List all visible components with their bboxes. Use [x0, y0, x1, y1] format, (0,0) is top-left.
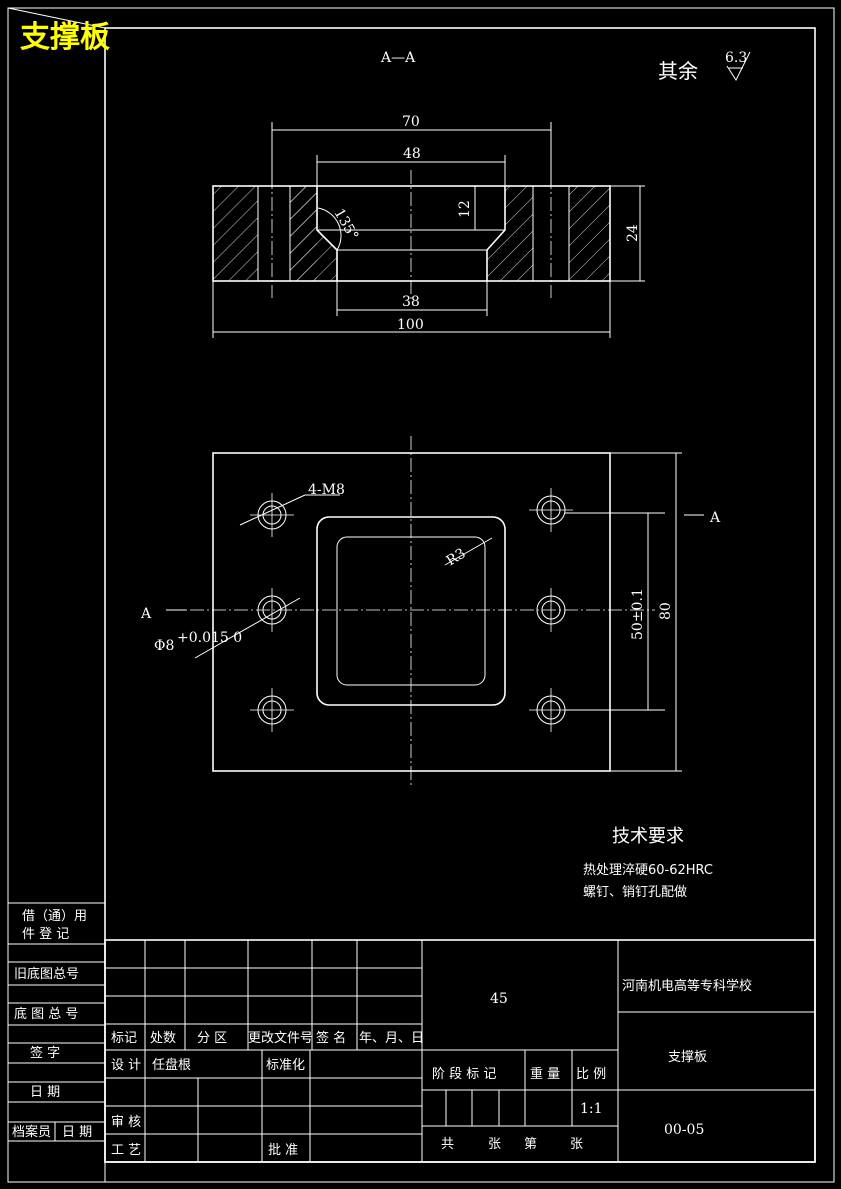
dim-thread: 4-M8 [308, 482, 345, 498]
part-number: 00-05 [664, 1122, 704, 1138]
design-label: 设 计 [111, 1058, 141, 1073]
sheets-current: 第 [524, 1137, 537, 1152]
section-view: 70 48 12 24 38 100 135° [212, 114, 645, 338]
sheets-total: 共 [441, 1137, 454, 1152]
dim-hole: Φ8 [154, 638, 174, 654]
sheets-unit-1: 张 [488, 1137, 501, 1152]
roughness-prefix: 其余 [658, 59, 698, 83]
standardize-label: 标准化 [266, 1058, 305, 1073]
hdr-mark: 标记 [111, 1031, 137, 1046]
review-label: 审 核 [111, 1115, 141, 1130]
dim-angle: 135° [331, 206, 362, 243]
dim-24: 24 [625, 224, 641, 242]
school-name: 河南机电高等专科学校 [622, 978, 752, 994]
roughness-note: 其余 6.3 [658, 50, 751, 83]
sheets-unit-2: 张 [570, 1137, 583, 1152]
title-block: 标记 处数 分 区 更改文件号 签 名 年、月、日 设 计 任盘根 标准化 审 … [104, 939, 816, 1163]
dim-50: 50±0.1 [630, 588, 646, 640]
roughness-value: 6.3 [725, 50, 747, 66]
hdr-count: 处数 [150, 1031, 176, 1046]
stage-mark-label: 阶 段 标 记 [432, 1067, 496, 1082]
ratio-label: 比 例 [576, 1067, 606, 1082]
plan-view: 4-M8 R3 Φ8 +0.015 0 50±0.1 80 A A [140, 436, 721, 785]
dim-38: 38 [402, 294, 420, 310]
tech-line-1: 热处理淬硬60-62HRC [583, 863, 713, 878]
drawing-no: 底 图 总 号 [14, 1006, 78, 1022]
roughness-symbol [726, 51, 751, 82]
scale-value: 1:1 [580, 1101, 603, 1117]
left-strip: 借（通）用 件 登 记 旧底图总号 底 图 总 号 签 字 日 期 档案员 日 … [7, 902, 106, 1183]
borrow-reg-1: 借（通）用 [22, 909, 87, 924]
date: 日 期 [30, 1085, 60, 1100]
hdr-sign: 签 名 [316, 1030, 346, 1046]
tech-requirements: 技术要求 热处理淬硬60-62HRC 螺钉、销钉孔配做 [583, 826, 713, 900]
part-name: 支撑板 [668, 1050, 707, 1065]
hdr-change-doc: 更改文件号 [248, 1031, 313, 1046]
process-label: 工 艺 [111, 1143, 141, 1158]
dim-radius: R3 [444, 546, 469, 570]
dim-70: 70 [402, 114, 420, 130]
signature: 签 字 [30, 1045, 60, 1061]
dim-12: 12 [457, 200, 473, 218]
section-label: A—A [380, 50, 416, 66]
tech-heading: 技术要求 [612, 826, 684, 847]
dim-48: 48 [403, 146, 421, 162]
dim-hole-tol: +0.015 0 [177, 630, 242, 646]
archivist: 档案员 [12, 1125, 51, 1140]
old-drawing-no: 旧底图总号 [14, 966, 79, 982]
section-mark-right: A [709, 510, 721, 526]
weight-label: 重 量 [530, 1066, 560, 1082]
sheet-frame [7, 7, 835, 1183]
hdr-zone: 分 区 [197, 1031, 227, 1046]
section-mark-left: A [140, 606, 152, 622]
archivist-date: 日 期 [62, 1125, 92, 1140]
designer-name: 任盘根 [152, 1057, 191, 1073]
drawing-title-tag: 支撑板 [20, 20, 110, 55]
approve-label: 批 准 [268, 1143, 298, 1158]
material: 45 [490, 991, 508, 1007]
hdr-date: 年、月、日 [359, 1031, 424, 1046]
borrow-reg-2: 件 登 记 [22, 927, 69, 942]
dim-100: 100 [397, 317, 424, 333]
dim-80: 80 [658, 602, 674, 620]
tech-line-2: 螺钉、销钉孔配做 [583, 885, 687, 900]
